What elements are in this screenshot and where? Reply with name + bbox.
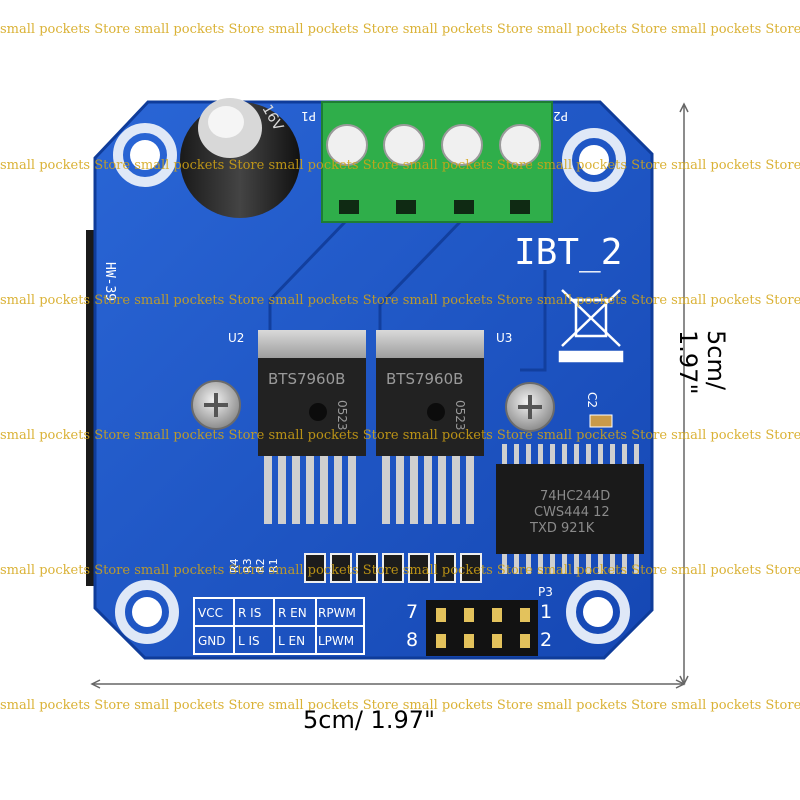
pin-r-en: R EN — [278, 606, 307, 620]
watermark-text: small pockets Store — [671, 158, 800, 173]
screw-left — [191, 380, 241, 430]
header-num-7: 7 — [406, 601, 418, 623]
chip-u3-code: 0523 — [453, 400, 467, 431]
width-dimension-label: 5cm/ 1.97" — [303, 706, 436, 734]
side-edge — [86, 230, 96, 586]
ref-r2: R2 — [254, 558, 267, 573]
watermark-text: small pockets Store — [134, 698, 265, 713]
chip-u3 — [376, 330, 484, 524]
watermark-text: small pockets Store — [402, 158, 533, 173]
pin-r-is: R IS — [238, 606, 261, 620]
pin-l-is: L IS — [238, 634, 260, 648]
watermark-text: small pockets Store — [134, 563, 265, 578]
watermark-text: small pockets Store — [536, 698, 668, 713]
mounting-hole-bl — [115, 580, 179, 644]
watermark-text: small pockets Store — [268, 563, 399, 578]
watermark-text: small pockets Store — [402, 293, 533, 308]
ref-p2: P2 — [553, 109, 568, 123]
pin-header-p3 — [426, 600, 538, 656]
watermark-row: small pockets Store small pockets Store … — [0, 293, 800, 308]
ref-r3: R3 — [241, 558, 254, 573]
pin-label-table — [193, 597, 365, 655]
ic-line2: CWS444 12 — [534, 505, 610, 520]
watermark-text: small pockets Store — [671, 428, 800, 443]
pcb-traces — [268, 220, 547, 372]
ref-u2: U2 — [228, 331, 244, 345]
watermark-text: small pockets Store — [134, 158, 265, 173]
chip-u3-marking: BTS7960B — [386, 370, 463, 388]
header-num-2: 2 — [540, 629, 552, 651]
watermark-text: small pockets Store — [402, 428, 533, 443]
watermark-row: small pockets Store small pockets Store … — [0, 22, 800, 37]
mounting-hole-tl — [113, 123, 177, 187]
watermark-text: small pockets Store — [268, 698, 399, 713]
ref-r4: R4 — [228, 558, 241, 573]
dimension-line-horizontal — [90, 679, 686, 689]
watermark-text: small pockets Store — [0, 563, 131, 578]
ic-line1: 74HC244D — [540, 489, 610, 504]
watermark-text: small pockets Store — [536, 22, 668, 37]
watermark-text: small pockets Store — [268, 293, 399, 308]
resistor-row — [304, 553, 482, 583]
side-label: HW-39 — [102, 262, 117, 301]
watermark-text: small pockets Store — [536, 563, 668, 578]
pin-vcc: VCC — [198, 606, 223, 620]
ref-c2: C2 — [585, 392, 599, 408]
mounting-hole-br — [566, 580, 630, 644]
pin-l-en: L EN — [278, 634, 305, 648]
watermark-row: small pockets Store small pockets Store … — [0, 158, 800, 173]
model-label: IBT_2 — [514, 232, 622, 273]
watermark-text: small pockets Store — [0, 22, 131, 37]
watermark-text: small pockets Store — [402, 698, 533, 713]
watermark-text: small pockets Store — [536, 158, 668, 173]
watermark-text: small pockets Store — [0, 428, 131, 443]
watermark-text: small pockets Store — [402, 563, 533, 578]
watermark-text: small pockets Store — [268, 158, 399, 173]
resistor-labels: R4 R3 R2 R1 — [228, 558, 280, 573]
ref-r1: R1 — [267, 558, 280, 573]
chip-u2 — [258, 330, 366, 524]
weee-bin-icon — [558, 289, 624, 363]
watermark-text: small pockets Store — [402, 22, 533, 37]
electrolytic-capacitor: 16V — [180, 98, 300, 218]
mounting-hole-tr — [562, 128, 626, 192]
ic-line3: TXD 921K — [529, 521, 595, 536]
watermark-row: small pockets Store small pockets Store … — [0, 698, 800, 713]
header-num-1: 1 — [540, 601, 552, 623]
capacitor-c2 — [589, 414, 613, 428]
chip-u2-marking: BTS7960B — [268, 370, 345, 388]
watermark-text: small pockets Store — [134, 293, 265, 308]
screw-terminal-block — [321, 101, 553, 223]
screw-right — [505, 382, 555, 432]
watermark-text: small pockets Store — [671, 563, 800, 578]
watermark-text: small pockets Store — [536, 428, 668, 443]
watermark-row: small pockets Store small pockets Store … — [0, 563, 800, 578]
pin-rpwm: RPWM — [318, 606, 356, 620]
watermark-text: small pockets Store — [134, 22, 265, 37]
watermark-text: small pockets Store — [536, 293, 668, 308]
chip-u2-code: 0523 — [335, 400, 349, 431]
header-num-8: 8 — [406, 629, 418, 651]
watermark-text: small pockets Store — [0, 158, 131, 173]
height-dimension-label: 5cm/ 1.97" — [674, 330, 730, 395]
ref-p3: P3 — [538, 585, 553, 599]
pin-gnd: GND — [198, 634, 226, 648]
watermark-text: small pockets Store — [0, 698, 131, 713]
pin-lpwm: LPWM — [318, 634, 354, 648]
watermark-text: small pockets Store — [671, 698, 800, 713]
ref-u3: U3 — [496, 331, 512, 345]
logic-ic — [496, 444, 644, 574]
watermark-text: small pockets Store — [671, 293, 800, 308]
watermark-text: small pockets Store — [268, 22, 399, 37]
watermark-text: small pockets Store — [671, 22, 800, 37]
watermark-text: small pockets Store — [0, 293, 131, 308]
dimension-line-vertical — [679, 102, 689, 686]
watermark-row: small pockets Store small pockets Store … — [0, 428, 800, 443]
ref-p1: P1 — [301, 109, 316, 123]
watermark-text: small pockets Store — [268, 428, 399, 443]
watermark-text: small pockets Store — [134, 428, 265, 443]
